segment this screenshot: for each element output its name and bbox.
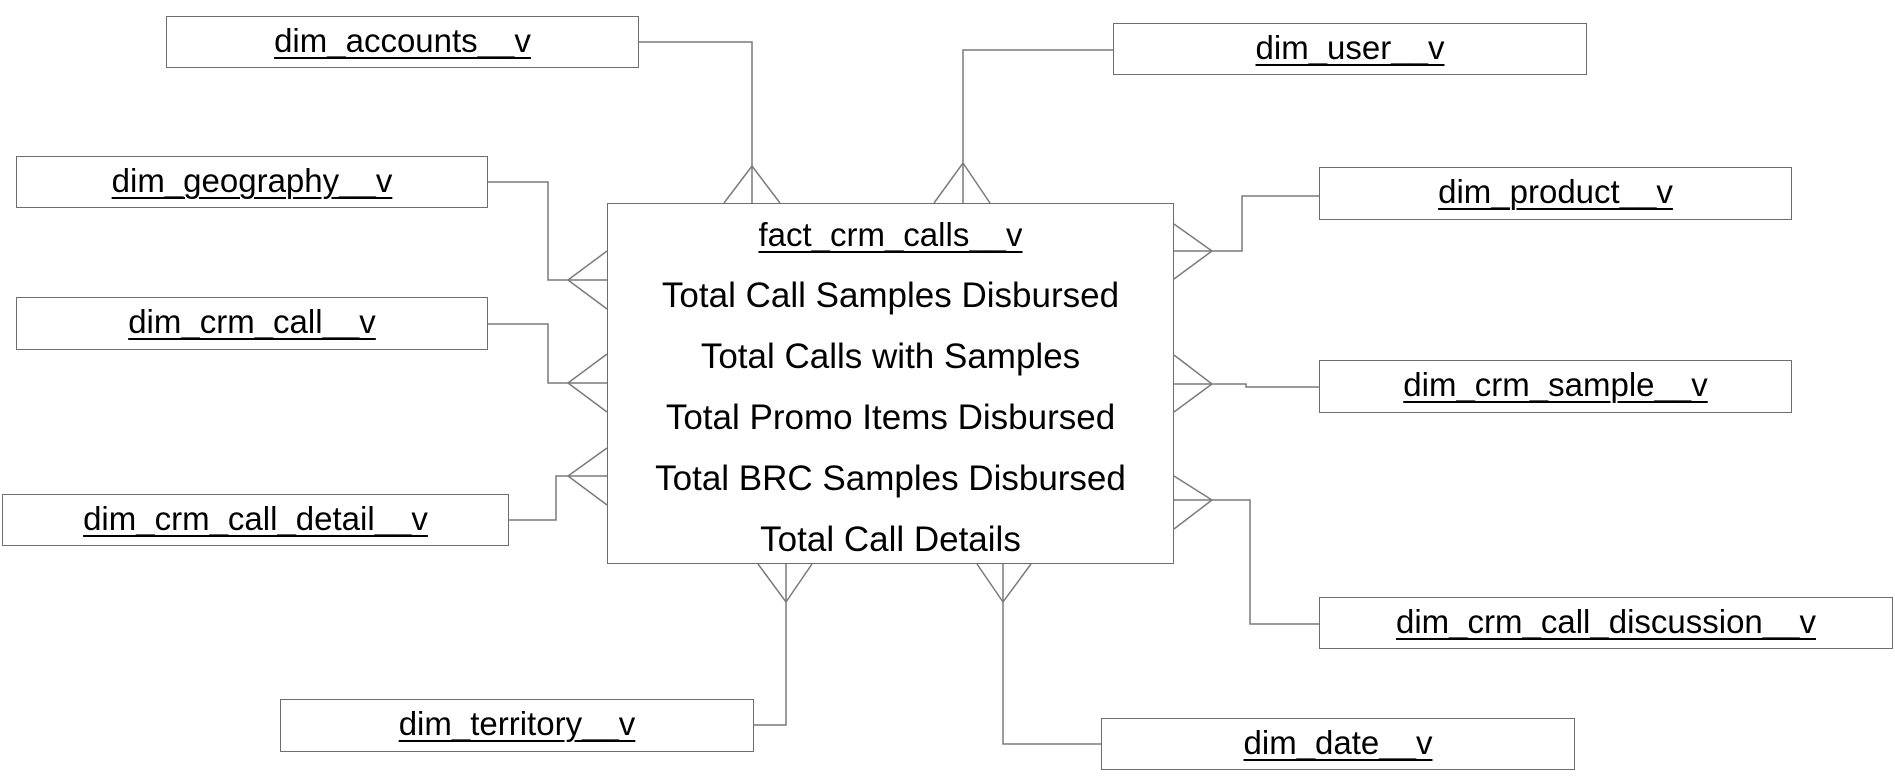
table-dim-date[interactable]: dim_date__v [1101,718,1575,770]
table-dim-user[interactable]: dim_user__v [1113,23,1587,75]
crowfoot-product [1173,223,1214,280]
table-name: dim_territory__v [398,705,636,742]
link-crm-sample [1174,383,1319,388]
table-name: dim_crm_call_detail__v [83,500,428,537]
table-fact-crm-calls[interactable]: fact_crm_calls__v Total Call Samples Dis… [607,203,1174,564]
table-name: dim_crm_call__v [128,303,376,340]
measure: Total Call Samples Disbursed [661,276,1120,315]
crowfoot-user [933,161,991,204]
table-name: dim_product__v [1438,173,1673,210]
crowfoot-crm-call [566,353,608,413]
table-name: dim_crm_call_discussion__v [1395,603,1816,640]
link-user [962,49,1113,203]
crowfoot-geography [566,250,608,310]
table-name: dim_user__v [1255,29,1445,66]
crowfoot-accounts [723,164,781,204]
measure: Total Promo Items Disbursed [665,398,1116,437]
crowfoot-crm-sample [1173,354,1214,413]
link-territory [754,564,787,726]
table-dim-product[interactable]: dim_product__v [1319,167,1792,220]
table-dim-crm-call-detail[interactable]: dim_crm_call_detail__v [2,494,509,546]
table-dim-territory[interactable]: dim_territory__v [280,699,754,752]
table-dim-crm-sample[interactable]: dim_crm_sample__v [1319,360,1792,413]
table-name: fact_crm_calls__v [758,216,1023,253]
link-accounts [639,41,753,203]
crowfoot-date [976,563,1032,604]
link-crm-call-discussion [1174,499,1319,625]
link-crm-call [488,323,607,384]
table-name: dim_crm_sample__v [1403,366,1708,403]
measure: Total Calls with Samples [700,337,1081,376]
measure: Total Call Details [760,520,1021,559]
link-date [1002,564,1101,745]
link-crm-call-detail [509,475,607,521]
table-dim-crm-call-discussion[interactable]: dim_crm_call_discussion__v [1319,597,1893,649]
table-name: dim_geography__v [111,162,393,199]
crowfoot-territory [757,563,813,604]
measure: Total BRC Samples Disbursed [655,459,1126,498]
table-dim-crm-call[interactable]: dim_crm_call__v [16,297,488,350]
crowfoot-crm-call-discussion [1173,475,1214,530]
table-name: dim_accounts__v [274,22,531,59]
table-dim-geography[interactable]: dim_geography__v [16,156,488,208]
link-geography [488,181,607,281]
crowfoot-crm-call-detail [566,447,608,506]
table-name: dim_date__v [1243,724,1433,761]
link-product [1174,195,1319,252]
table-dim-accounts[interactable]: dim_accounts__v [166,16,639,68]
